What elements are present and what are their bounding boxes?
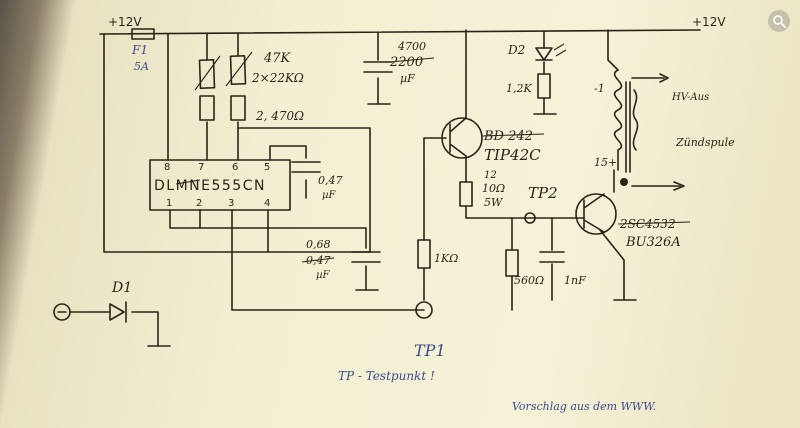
label-cap-068: 0,68: [306, 238, 331, 251]
label-cap-top-old: 4700: [397, 40, 426, 53]
q1-base-wire: [423, 137, 447, 241]
zoom-icon: [773, 15, 786, 28]
zoom-button[interactable]: [768, 10, 790, 32]
label-pin8: 8: [164, 162, 170, 173]
transistor-q1: [441, 117, 483, 159]
label-vin: +12V: [108, 15, 142, 29]
pot-right-bus-wire: [237, 127, 371, 253]
testpoint-tp2: [524, 212, 536, 224]
label-cap-047-unit: µF: [322, 190, 336, 201]
label-tp-note: TP - Testpunkt !: [338, 369, 435, 383]
capacitor-top: [363, 61, 393, 73]
fuse-f1: [131, 28, 155, 40]
label-pin2: 2: [196, 198, 202, 209]
label-cap-top-unit: µF: [400, 72, 415, 85]
label-r10-old: 12: [484, 170, 497, 181]
label-coil-pin1: -1: [594, 82, 605, 95]
label-coil-pin15: 15+: [594, 156, 617, 169]
pin5-wire: [269, 145, 307, 161]
label-cap-068-unit: µF: [316, 270, 330, 281]
label-tp1: TP1: [414, 341, 446, 360]
label-fuse-val: 5A: [134, 60, 149, 73]
label-q1-new: TIP42C: [484, 146, 541, 164]
label-pin7: 7: [198, 162, 204, 173]
led-d2: [535, 43, 567, 99]
strike-q1: [481, 133, 545, 137]
label-r10-w: 5W: [484, 196, 504, 209]
transistor-q2: [575, 193, 617, 235]
label-coil-name: Zündspule: [675, 136, 735, 149]
strike-cap-top: [389, 57, 435, 63]
label-source-note: Vorschlag aus dem WWW.: [512, 400, 656, 413]
label-r10: 10Ω: [482, 182, 505, 195]
label-fuse-ref: F1: [131, 43, 148, 57]
label-pot-desc: 2×22KΩ: [251, 71, 304, 85]
resistor-10ohm: [459, 181, 473, 207]
capacitor-068: [351, 251, 381, 263]
diode-d1: [53, 301, 127, 323]
label-cap-top-new: 2200: [389, 55, 423, 70]
label-pin1: 1: [166, 198, 172, 209]
wires: [69, 29, 701, 347]
resistor-1k: [417, 239, 431, 269]
label-r-1k: 1KΩ: [434, 252, 458, 265]
label-pin4: 4: [264, 198, 270, 209]
potentiometers: [194, 51, 253, 121]
strike-q2: [617, 221, 691, 225]
label-tp2: TP2: [528, 184, 558, 202]
label-vout: +12V: [692, 15, 726, 29]
left-rail-wire: [103, 33, 371, 253]
label-pin6: 6: [232, 162, 238, 173]
capacitor-pin5: [291, 161, 321, 173]
label-ic-name: DLMNE555CN: [154, 178, 266, 194]
resistor-560: [505, 249, 519, 277]
pin1-wire: [169, 209, 367, 229]
coil-supply-wire: [607, 29, 619, 71]
label-pin5: 5: [264, 162, 270, 173]
label-cap-047: 0,47: [318, 174, 343, 187]
label-cap-1nf: 1nF: [564, 274, 586, 287]
label-r-12k: 1,2K: [506, 82, 532, 95]
q2-base-bus: [465, 205, 585, 219]
d1-right-wire: [131, 311, 159, 347]
label-d1: D1: [111, 280, 132, 296]
label-res-470: 2, 470Ω: [255, 109, 304, 123]
testpoint-tp1: [415, 301, 433, 319]
label-q2-new: BU326A: [625, 235, 681, 250]
capacitor-1nf: [539, 251, 565, 263]
label-pot-val: 47K: [263, 51, 292, 66]
label-d2: D2: [507, 43, 525, 57]
top-rail-wire: [99, 29, 701, 35]
text-labels: +12V +12V F1 5A 47K 2×22KΩ 2, 470Ω 4700 …: [108, 15, 735, 413]
q2-emitter-wire: [599, 229, 625, 301]
label-hv-out: HV-Aus: [671, 92, 709, 103]
ic-555: [149, 159, 291, 211]
strike-ic-prefix: [175, 179, 201, 185]
ignition-coil: [613, 69, 685, 191]
label-pin3: 3: [228, 198, 234, 209]
pin3-wire: [231, 209, 425, 311]
strike-cap-068: [301, 257, 335, 263]
label-r-560: 560Ω: [514, 274, 544, 287]
label-q1-old: BD 242: [483, 129, 533, 144]
label-q2-old: 2SC4532: [619, 217, 676, 231]
